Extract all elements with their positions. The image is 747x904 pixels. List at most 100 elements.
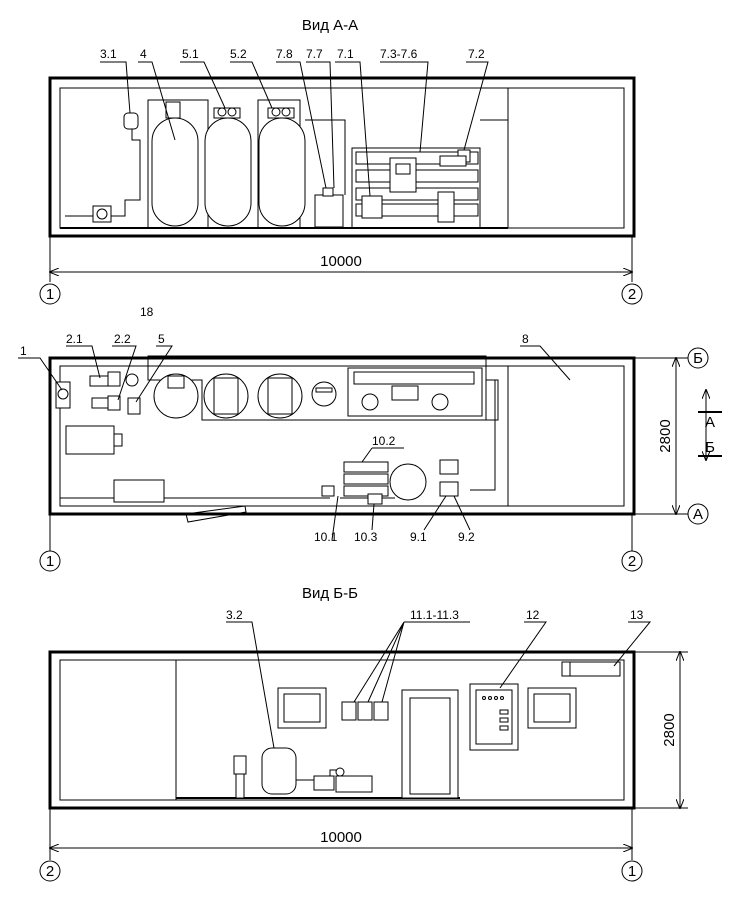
ro-pump-plan	[361, 393, 379, 411]
tank-5-2-valve-2	[281, 107, 291, 117]
view-aa-title: Вид А-А	[302, 17, 358, 34]
switch-11-3	[373, 701, 389, 721]
plan-callouts: 1 2.1 2.2 5 8 10.2 10.1 10.3 9.1 9.2	[18, 332, 571, 544]
view-bb: Вид Б-Б 3	[39, 585, 688, 882]
bb-fitting-1	[313, 775, 335, 791]
view-bb-title: Вид Б-Б	[302, 585, 358, 602]
bb-fitting-2	[335, 775, 373, 793]
tank-4	[151, 117, 199, 227]
tank-5-2-plan-valve	[267, 377, 293, 415]
callout-4: 4	[140, 47, 147, 61]
callout-3-1: 3.1	[100, 47, 117, 61]
plan-axis-bubble-2	[621, 550, 643, 572]
door-leaf	[409, 697, 451, 795]
callout-12: 12	[526, 608, 540, 622]
axis-bubble-2	[621, 283, 643, 305]
storage-tank-plan	[389, 463, 427, 501]
pump-7-2	[437, 191, 455, 223]
switch-11-1	[341, 701, 357, 721]
high-pressure-pump-7-1	[361, 195, 383, 219]
bb-axis-label-2: 2	[46, 863, 54, 880]
heater-connector	[113, 433, 123, 447]
dim-bb-length: 10000	[320, 829, 362, 846]
valve-10-1	[321, 485, 335, 497]
axis-label-b: Б	[693, 350, 703, 367]
membrane-2	[355, 169, 479, 183]
callout-7-8: 7.8	[276, 47, 293, 61]
pump-vertical	[233, 755, 247, 775]
tank-5-1-plan-valve	[213, 377, 239, 415]
callout-5-2: 5.2	[230, 47, 247, 61]
plan-axis-label-1: 1	[46, 553, 54, 570]
axis-bubble-a	[687, 503, 709, 525]
section-mark-a: А	[705, 414, 715, 431]
plan-riser-pipe	[470, 380, 496, 491]
callout-2-1: 2.1	[66, 332, 83, 346]
axis-bubble-1	[39, 283, 61, 305]
tank-5-2-head	[267, 107, 295, 119]
filter-10-2-top	[343, 461, 389, 473]
plan-note-18: 18	[140, 305, 154, 319]
callout-7-2: 7.2	[468, 47, 485, 61]
tank-5-plan	[127, 397, 141, 415]
dosing-tank-plan-band	[315, 387, 333, 393]
tank-5-1	[204, 117, 252, 227]
gauge-circle	[125, 373, 139, 387]
view-plan: 18	[18, 305, 722, 572]
enclosure-step	[486, 379, 499, 421]
control-panel-screen	[395, 163, 411, 175]
filter-10-2-bot	[343, 485, 389, 497]
bb-callouts: 3.2 11.1-11.3 12 13	[226, 608, 652, 749]
callout-13: 13	[630, 608, 644, 622]
bb-axis-bubble-2	[39, 860, 61, 882]
bb-axis-bubble-1	[621, 860, 643, 882]
dosing-tank-plan	[311, 381, 337, 407]
bb-valve	[335, 767, 345, 777]
dosing-tank-7-8	[314, 194, 344, 228]
callout-11-1-11-3: 11.1-11.3	[410, 608, 459, 622]
tank-5-1-head	[213, 107, 241, 119]
pump-2-2-head	[107, 395, 121, 411]
callout-10-1: 10.1	[314, 530, 338, 544]
axis-label-2: 2	[628, 286, 636, 303]
tank-4-plan	[153, 373, 199, 419]
bench-box	[113, 479, 165, 503]
callout-7-7: 7.7	[306, 47, 323, 61]
callout-9-1: 9.1	[410, 530, 427, 544]
inlet-valve-1-wheel	[57, 388, 69, 400]
plan-axis-bubble-1	[39, 550, 61, 572]
valve-10-3	[367, 493, 383, 505]
callout-8: 8	[522, 332, 529, 346]
axis-label-1: 1	[46, 286, 54, 303]
callout-5-1: 5.1	[182, 47, 199, 61]
callout-3-2: 3.2	[226, 608, 243, 622]
pump-2-1-head	[107, 371, 121, 387]
pipe-to-dosing	[305, 119, 346, 195]
plan-axis-label-2: 2	[628, 553, 636, 570]
ro-pump-plan-2	[431, 393, 449, 411]
tank-5-2	[258, 117, 306, 227]
equipment-enclosure	[147, 355, 487, 421]
valve-wheel	[96, 208, 108, 220]
bb-container-inner	[59, 659, 625, 801]
callout-1: 1	[20, 344, 27, 358]
view-aa: Вид А-А	[39, 17, 643, 305]
bb-container-outline	[48, 650, 636, 810]
pump-9-1	[439, 459, 459, 475]
callout-7-1: 7.1	[337, 47, 354, 61]
callout-9-2: 9.2	[458, 530, 475, 544]
aa-callouts: 3.1 4 5.1 5.2 7.8 7.7 7.1 7.3-7.6 7.2	[100, 47, 489, 197]
ro-membrane-plan	[353, 371, 475, 385]
tank-5-1-valve	[217, 107, 227, 117]
callout-2-2: 2.2	[114, 332, 131, 346]
bb-pipe	[296, 769, 340, 781]
heater-block	[65, 425, 115, 455]
heater-13	[561, 661, 621, 677]
expansion-tank-3-1	[123, 112, 139, 130]
pump-9-2	[439, 481, 459, 497]
bb-dim-2800-label: 2800	[661, 713, 678, 746]
section-mark-b: Б	[705, 439, 715, 456]
callout-10-2: 10.2	[372, 434, 396, 448]
tank-4-plan-head	[167, 375, 185, 389]
callout-7-3-7-6: 7.3-7.6	[380, 47, 418, 61]
